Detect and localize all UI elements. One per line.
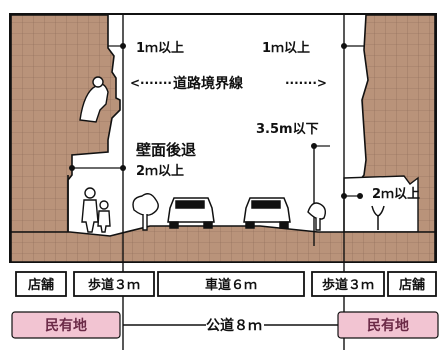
- private-land-right-label: 民有地: [367, 317, 409, 334]
- sidewalk-right-label: 歩道３ｍ: [322, 277, 374, 293]
- private-land-left-label: 民有地: [45, 317, 87, 334]
- height-limit-label: 3.5m以下: [256, 122, 319, 137]
- public-road-label: 公道８ｍ: [206, 317, 262, 334]
- roadway-label: 車道６ｍ: [205, 277, 257, 293]
- double-arrow-icon: <·······: [130, 76, 172, 90]
- car-icon: [167, 197, 215, 229]
- shop-right-label: 店舗: [399, 277, 425, 293]
- people-icon: [81, 187, 111, 233]
- sidewalk-left-label: 歩道３ｍ: [88, 277, 140, 293]
- tree-icon: [132, 193, 159, 231]
- boundary-line-label: 道路境界線: [173, 75, 243, 92]
- wall-setback-title: 壁面後退: [136, 141, 196, 159]
- right-arcade-recess: [343, 175, 419, 233]
- svg-text:·······>: ·······>: [285, 76, 327, 90]
- setback-top-right-label: 1ｍ以上: [262, 41, 310, 56]
- row1-labels: 店舗 歩道３ｍ 車道６ｍ 歩道３ｍ 店舗: [15, 271, 437, 297]
- car-icon: [243, 197, 291, 229]
- ground: [10, 225, 436, 263]
- wall-setback-value: 2ｍ以上: [136, 164, 184, 179]
- setback-right-low-label: 2ｍ以上: [372, 187, 420, 202]
- shop-left-label: 店舗: [28, 277, 54, 293]
- statue-icon: [79, 76, 109, 123]
- setback-top-left-label: 1ｍ以上: [136, 41, 184, 56]
- row2-labels: 民有地 公道８ｍ 民有地: [11, 311, 439, 339]
- plant-icon: [307, 202, 327, 231]
- plant-icon: [371, 205, 385, 230]
